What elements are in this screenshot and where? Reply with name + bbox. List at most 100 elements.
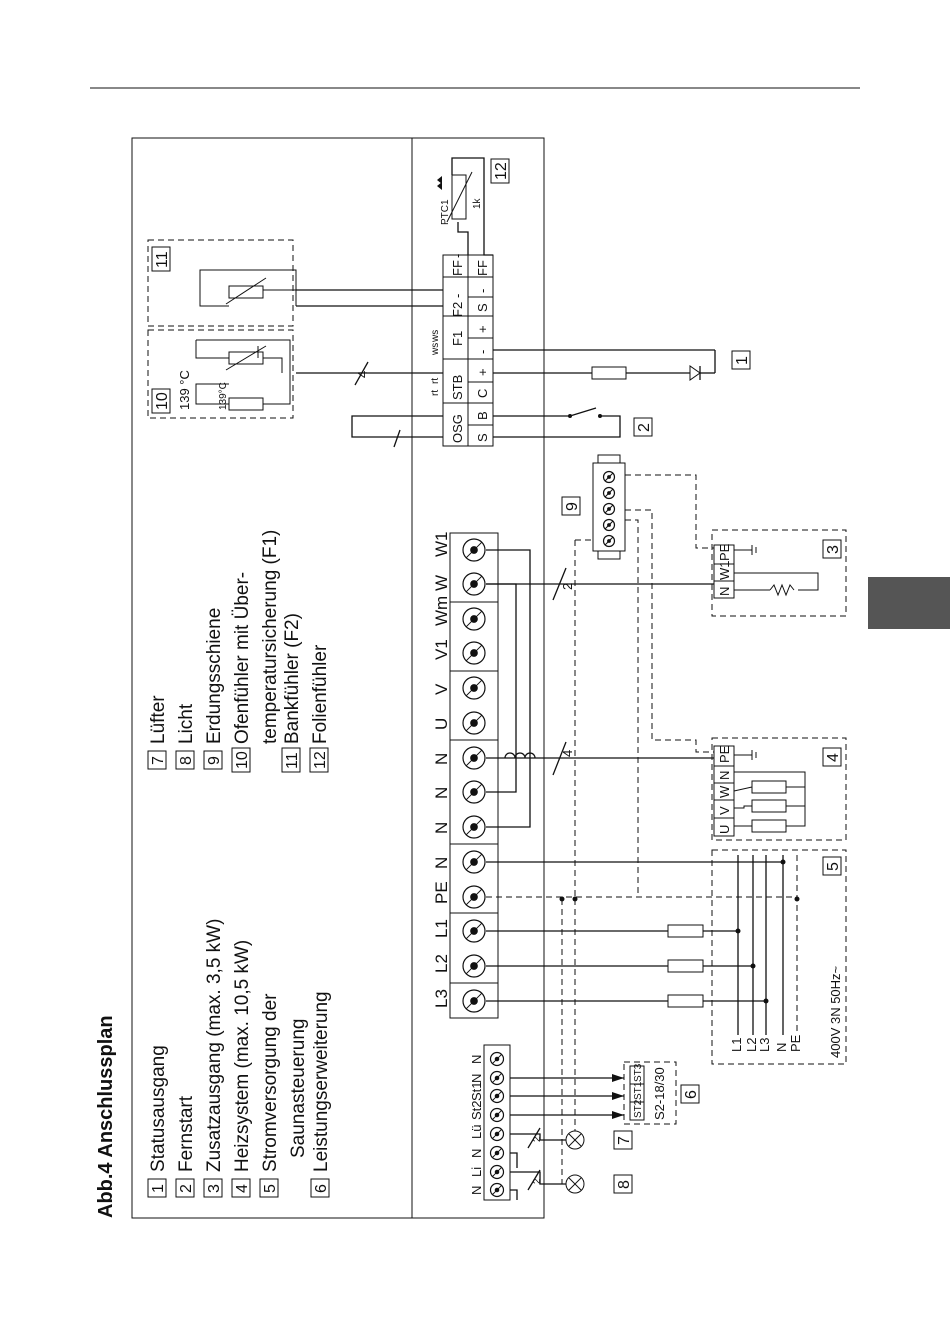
- legend-label-2-group: Fernstart: [176, 1095, 197, 1172]
- supply-line-label-4-group: PE: [788, 1034, 803, 1052]
- sensor-bot-label-7-group: -: [475, 289, 490, 293]
- sensor-top-label-3: F2: [450, 302, 465, 317]
- main-terminal-label-4: N: [432, 857, 451, 869]
- rail9-screw-2-dot: [607, 507, 611, 511]
- block3-term-1-group: W1: [717, 561, 732, 581]
- sensor-top-dash-0-group: -: [450, 294, 465, 298]
- block6-box: [680, 1084, 700, 1104]
- legend-label-5-group: Stromversorgung der: [260, 993, 281, 1172]
- remote-wire-b: [493, 415, 621, 438]
- ext-arrow-2: [612, 1111, 624, 1119]
- legend-item-3-num: 3: [206, 1184, 223, 1193]
- aux-terminal-label-5: St1: [469, 1081, 484, 1101]
- main-terminal-5-dot: [470, 823, 478, 831]
- aux-terminal-0-dot: [494, 1187, 500, 1193]
- block4-w-v: [734, 805, 752, 809]
- main-terminal-label-8-group: U: [432, 718, 451, 730]
- block3-resistor: [769, 583, 795, 597]
- main-terminal-9-dot: [470, 684, 478, 692]
- wire-count-heater-group: 4: [560, 750, 575, 757]
- sensor-bot-label-0: S: [475, 433, 490, 442]
- legend-item-8-num: 8: [178, 756, 195, 765]
- aux-terminal-label-4: St2: [469, 1100, 484, 1120]
- aux-terminal-label-3-group: Lü: [469, 1125, 484, 1139]
- block4-term-4-group: PE: [717, 745, 732, 763]
- block4-term-3-group: N: [717, 771, 732, 780]
- sensor-bot-label-2: C: [475, 389, 490, 398]
- legend-label-11-group: Bankfühler (F2): [282, 613, 303, 744]
- legend-label-5: Stromversorgung der: [260, 993, 281, 1172]
- block12-box: [490, 158, 510, 184]
- main-terminal-label-3: PE: [432, 881, 451, 904]
- sensor-bot-label-3: +: [475, 368, 490, 376]
- ext-arrow-0: [612, 1074, 624, 1082]
- block11-sensor: [228, 285, 264, 299]
- legend-label-6: Leistungserweiterung: [311, 991, 332, 1172]
- legend-item-5-num-group: 5: [262, 1184, 279, 1193]
- aux-terminal-label-2: N: [469, 1149, 484, 1158]
- block3-term-0: N: [717, 587, 732, 596]
- sensor-bot-label-8: FF: [475, 260, 490, 276]
- block5-num-group: 5: [825, 862, 842, 871]
- block4-heater-1: [751, 799, 787, 813]
- aux-terminal-3-dot: [494, 1131, 500, 1137]
- aux-terminal-7-dot: [494, 1056, 500, 1062]
- fan-wire: [510, 1133, 575, 1141]
- rail9-screw-3-dot: [607, 523, 611, 527]
- wire-count-fan-group: 2: [532, 1136, 543, 1142]
- block6-term-1-group: ST1: [633, 1081, 644, 1100]
- main-terminal-10-dot: [470, 649, 478, 657]
- sensor-wire-color-1: rt: [430, 378, 441, 384]
- legend-item-5-num: 5: [262, 1184, 279, 1193]
- block10-num-group: 10: [154, 392, 171, 410]
- main-terminal-12-dot: [470, 580, 478, 588]
- wire-count-aux: 2: [560, 583, 575, 590]
- aux-terminal-5-dot: [494, 1093, 500, 1099]
- legend-label-8-group: Licht: [176, 703, 197, 744]
- legend-label2-5-group: Saunasteuerung: [288, 1019, 309, 1158]
- heater-slash: [552, 741, 567, 776]
- supply-line-label-2: L3: [757, 1038, 772, 1052]
- legend-item-10-box: [231, 747, 251, 773]
- lamp-8-x2: [568, 1177, 582, 1191]
- aux-terminal-6-dot: [494, 1075, 500, 1081]
- sensor-top-label-1-group: STB: [450, 375, 465, 400]
- figure-title: Abb.4 Anschlussplan: [95, 1015, 117, 1218]
- main-terminal-label-7: N: [432, 753, 451, 765]
- block6-module: S2-18/30: [652, 1067, 667, 1120]
- ptc-label-group: PTC1: [440, 199, 451, 225]
- rail9-screw-1-dot: [607, 491, 611, 495]
- sensor-top-dash-0: -: [450, 294, 465, 298]
- ptc-value: 1k: [472, 197, 483, 209]
- legend-item-12-box: [309, 747, 329, 773]
- block4-term-0: U: [717, 825, 732, 834]
- sensor-wire-color-1-group: rt: [430, 378, 441, 384]
- block3-terms: [713, 544, 735, 599]
- legend-label-10: Ofenfühler mit Über-: [232, 572, 253, 744]
- block1-box: [731, 350, 751, 370]
- aux-terminal-label-0-group: N: [469, 1186, 484, 1195]
- block3-term-2-group: PE: [717, 543, 732, 561]
- block10-box: [151, 388, 171, 414]
- block10-temp: 139 °C: [177, 370, 192, 410]
- block4-heater-0: [751, 819, 787, 833]
- aux-terminal-label-1: Li: [469, 1167, 484, 1177]
- block1-num-group: 1: [734, 356, 751, 365]
- block11-frame: [147, 239, 294, 327]
- block3-term-0-group: N: [717, 587, 732, 596]
- legend-item-1-num: 1: [150, 1184, 167, 1193]
- block11-box: [151, 246, 171, 272]
- main-terminal-label-10-group: V1: [432, 639, 451, 660]
- legend-item-11-num-group: 11: [284, 752, 301, 769]
- legend-item-12-num: 12: [312, 751, 329, 769]
- block10-wire-c: [263, 373, 291, 405]
- legend-label-4-group: Heizsystem (max. 10,5 kW): [232, 940, 253, 1172]
- figure-title-group: Abb.4 Anschlussplan: [95, 1015, 117, 1218]
- legend-item-6-num: 6: [313, 1184, 330, 1193]
- legend-item-4-box: [231, 1178, 251, 1198]
- aux-terminal-label-5-group: St1: [469, 1081, 484, 1101]
